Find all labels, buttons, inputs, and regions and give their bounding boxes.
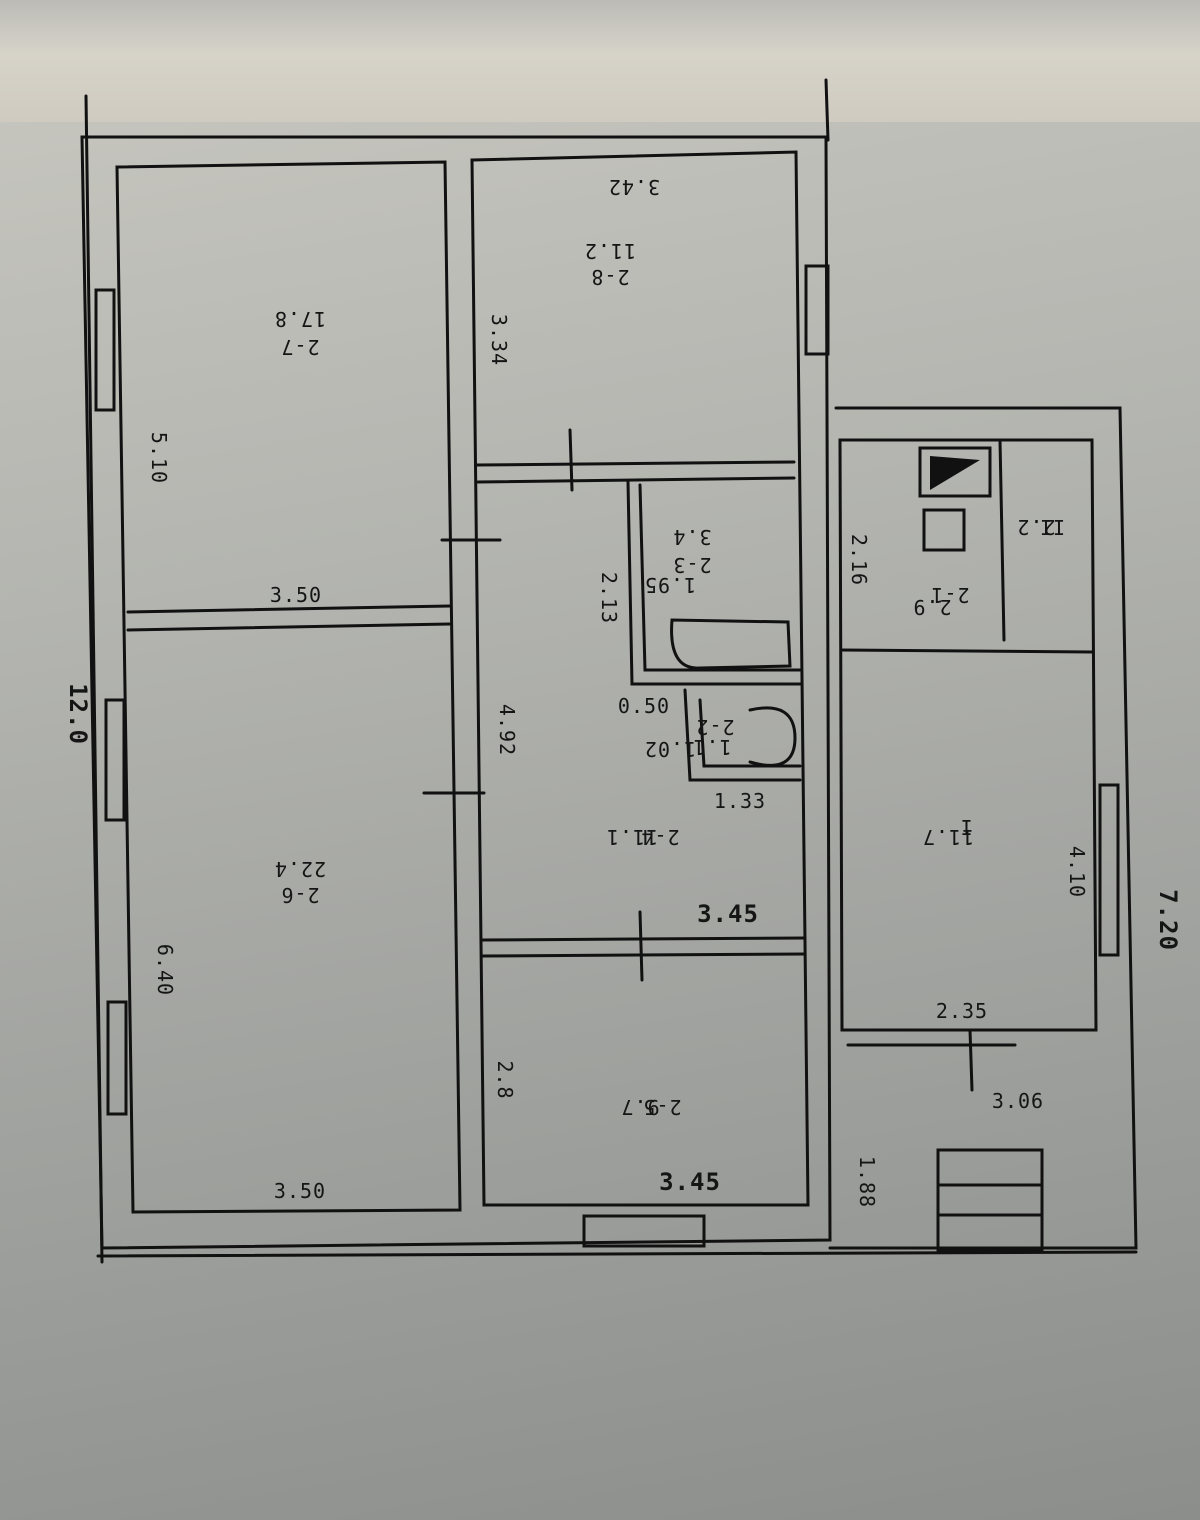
room-2-2-label: 2-2 [695, 715, 734, 739]
room-2-3-area: 3.4 [672, 525, 711, 549]
window-bottom [582, 1214, 706, 1248]
room-2-4-dim-2: 3.45 [697, 900, 759, 928]
stove [918, 446, 992, 498]
partition-middle-top [474, 460, 796, 467]
sink [922, 508, 966, 552]
stair-or-porch [936, 1148, 1044, 1252]
room-2-5-dim-1: 2.8 [493, 1060, 517, 1099]
partition-middle-bottom-2 [480, 952, 807, 958]
annex-outer-wall [828, 406, 1138, 1250]
room-2-1-label: 2-1 [930, 583, 969, 607]
room-i-area: 11.7 [922, 825, 974, 849]
room-2-5-dim-2: 3.45 [659, 1168, 721, 1196]
paper-top-edge [0, 0, 1200, 122]
room-i-dim-3: 3.06 [992, 1089, 1044, 1113]
middle-column-inner-wall [470, 150, 810, 1207]
partition-left [126, 604, 452, 614]
room-2-7-label: 2-7 [280, 335, 319, 359]
room-2-5-label: 2-5 [642, 1095, 681, 1119]
room-2-4-dim-1: 4.92 [495, 704, 519, 756]
window-right [804, 264, 830, 356]
main-outer-wall [80, 135, 832, 1250]
annex-closet-wall [998, 438, 1006, 642]
room-2-8-area: 11.2 [584, 239, 636, 263]
dimension-tick [824, 78, 830, 142]
room-ii-label: II [1039, 515, 1065, 539]
room-2-5-area: 9.7 [620, 1095, 659, 1119]
room-2-8-dim-2: 3.34 [487, 314, 511, 366]
room-2-2-dim-3: 1.33 [714, 789, 766, 813]
room-2-2-dim-1: 0.50 [618, 694, 670, 718]
toilet [748, 706, 797, 767]
window-left-2 [104, 698, 126, 822]
room-2-7-dim-2: 3.50 [270, 583, 322, 607]
room-2-6-area: 22.4 [274, 857, 326, 881]
annex-partition [840, 648, 1094, 654]
bathtub [670, 618, 792, 670]
room-i-dim-2: 2.35 [936, 999, 988, 1023]
window-left-1 [94, 288, 116, 412]
partition-middle-bottom [480, 936, 807, 942]
room-2-3-label: 2-3 [672, 553, 711, 577]
room-i-dim-1: 4.10 [1065, 846, 1089, 898]
window-left-3 [106, 1000, 128, 1116]
dimension-line-bottom [96, 1250, 1138, 1258]
overall-depth: 7.20 [1154, 889, 1182, 951]
room-2-2-dim-2: 1.02 [644, 737, 696, 761]
room-2-1-dim-1: 2.16 [847, 534, 871, 586]
room-2-4-area: 11.1 [606, 825, 658, 849]
room-2-2-area: 1.1 [692, 735, 731, 759]
left-column-inner-wall [115, 160, 462, 1214]
room-2-6-dim-2: 3.50 [274, 1179, 326, 1203]
room-2-4-label: 2-4 [640, 825, 679, 849]
room-2-8-dim-1: 3.42 [608, 175, 660, 199]
room-2-3-dim-2: 1.95 [644, 573, 696, 597]
room-i-dim-4: 1.88 [855, 1156, 879, 1208]
room-2-7-dim-1: 5.10 [147, 432, 171, 484]
stove-burner-mark [930, 456, 980, 490]
bathroom-wall [626, 480, 802, 686]
room-i-label: I [959, 815, 972, 839]
room-2-1-area: 2.9 [912, 595, 951, 619]
room-2-8-label: 2-8 [590, 265, 629, 289]
partition-left-2 [126, 622, 452, 632]
room-2-6-label: 2-6 [280, 883, 319, 907]
overall-width: 12.0 [64, 683, 92, 745]
room-2-3-dim-1: 2.13 [597, 572, 621, 624]
room-ii-area: 2.2 [1016, 515, 1055, 539]
room-2-7-area: 17.8 [274, 307, 326, 331]
partition-middle-top-2 [476, 476, 796, 484]
window-annex [1098, 783, 1120, 957]
room-2-6-dim-1: 6.40 [153, 944, 177, 996]
dimension-line-width [84, 94, 104, 1264]
annex-inner-wall [838, 438, 1098, 1032]
